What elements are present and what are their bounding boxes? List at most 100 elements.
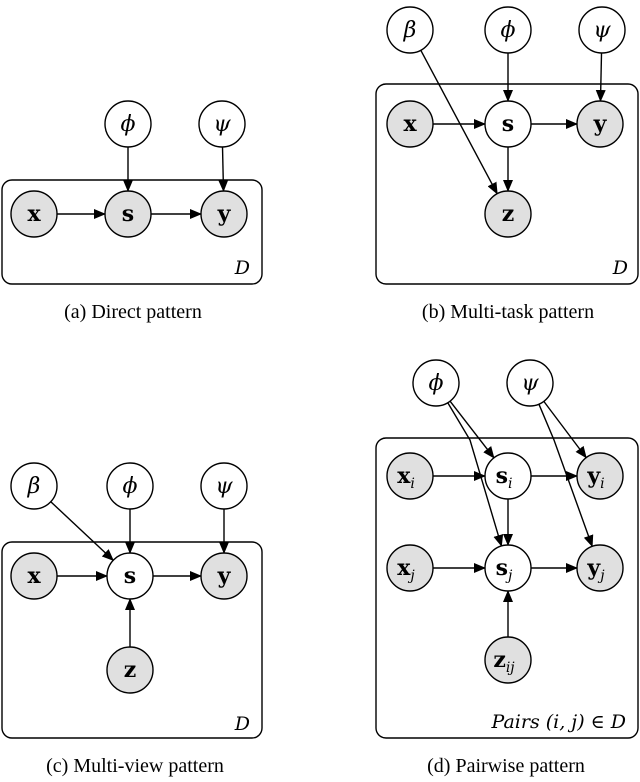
- node-psi: ψ: [198, 100, 246, 148]
- node-symbol: x: [403, 111, 417, 137]
- node-circle: [484, 452, 532, 500]
- node-label: xi: [397, 463, 415, 492]
- node-x: x: [10, 552, 58, 600]
- node-symbol: ψ: [521, 371, 539, 396]
- node-psi: ψ: [200, 462, 248, 510]
- plate-label: D: [234, 257, 250, 279]
- node-circle: [386, 544, 434, 592]
- plate-label: D: [612, 257, 628, 279]
- node-symbol: s: [502, 111, 514, 137]
- node-circle: [386, 100, 434, 148]
- node-symbol: s: [124, 563, 136, 589]
- edge-psi-to-yi: [543, 400, 587, 459]
- node-label: y: [593, 111, 608, 137]
- node-circle: [576, 544, 624, 592]
- node-symbol: x: [27, 201, 41, 227]
- node-label: z: [502, 201, 515, 227]
- node-yj: yj: [576, 544, 624, 592]
- node-circle: [106, 552, 154, 600]
- node-label: x: [27, 563, 41, 589]
- node-phi: ϕ: [412, 359, 460, 407]
- node-label: x: [27, 201, 41, 227]
- node-circle: [412, 359, 460, 407]
- node-label: ψ: [593, 18, 611, 43]
- node-circle: [10, 190, 58, 238]
- node-y: y: [200, 552, 248, 600]
- node-label: y: [217, 563, 232, 589]
- node-circle: [104, 190, 152, 238]
- node-circle: [386, 6, 434, 54]
- edge-psi-to-y: [218, 146, 229, 193]
- node-symbol: x: [397, 463, 411, 489]
- panel-direct-pattern: D ϕ ψ x s y (a) Direct pattern: [1, 100, 263, 323]
- node-symbol: x: [397, 555, 411, 581]
- node-subscript: ij: [506, 660, 515, 676]
- node-label: ϕ: [429, 371, 444, 396]
- node-circle: [200, 462, 248, 510]
- node-z: z: [484, 190, 532, 238]
- node-yi: yi: [576, 452, 624, 500]
- node-symbol: s: [122, 201, 134, 227]
- node-symbol: ϕ: [123, 474, 138, 499]
- node-circle: [104, 100, 152, 148]
- node-beta: β: [10, 462, 58, 510]
- node-psi: ψ: [506, 359, 554, 407]
- node-subscript: i: [600, 476, 604, 492]
- node-psi: ψ: [578, 6, 626, 54]
- node-symbol: ϕ: [429, 371, 444, 396]
- panel-multi-task-pattern: D β ϕ ψ x s y z (b) Multi-task pattern: [375, 6, 639, 323]
- node-circle: [106, 646, 154, 694]
- node-circle: [10, 462, 58, 510]
- node-label: sj: [496, 555, 513, 584]
- plate: [375, 437, 639, 739]
- node-symbol: ψ: [593, 18, 611, 43]
- node-si: si: [484, 452, 532, 500]
- node-y: y: [200, 190, 248, 238]
- node-symbol: y: [217, 563, 232, 589]
- node-circle: [386, 452, 434, 500]
- node-circle: [200, 190, 248, 238]
- node-s: s: [106, 552, 154, 600]
- node-symbol: z: [502, 201, 515, 227]
- node-circle: [198, 100, 246, 148]
- node-circle: [576, 100, 624, 148]
- node-symbol: y: [586, 463, 601, 489]
- node-symbol: ϕ: [121, 112, 136, 137]
- panel-caption: (b) Multi-task pattern: [422, 301, 594, 323]
- node-s: s: [484, 100, 532, 148]
- node-label: y: [217, 201, 232, 227]
- plate: [375, 83, 639, 285]
- plate-label: D: [234, 713, 250, 735]
- node-circle: [10, 552, 58, 600]
- node-symbol: s: [496, 555, 508, 581]
- node-label: yj: [586, 555, 605, 584]
- node-circle: [506, 359, 554, 407]
- panel-caption: (a) Direct pattern: [64, 301, 202, 323]
- node-symbol: y: [586, 555, 601, 581]
- edge-psi-to-y: [595, 52, 606, 103]
- plate-label: Pairs (i, j) ∈ D: [491, 711, 626, 733]
- node-symbol: ψ: [215, 474, 233, 499]
- node-label: zij: [493, 647, 515, 676]
- node-subscript: i: [508, 476, 512, 492]
- node-phi: ϕ: [104, 100, 152, 148]
- node-symbol: β: [27, 474, 41, 499]
- node-circle: [578, 6, 626, 54]
- node-label: s: [124, 563, 136, 589]
- node-sj: sj: [484, 544, 532, 592]
- node-xi: xi: [386, 452, 434, 500]
- node-subscript: j: [407, 568, 415, 584]
- node-label: z: [124, 657, 137, 683]
- node-beta: β: [386, 6, 434, 54]
- node-label: ϕ: [501, 18, 516, 43]
- node-phi: ϕ: [484, 6, 532, 54]
- edge-psi-to-yj: [538, 403, 594, 548]
- node-label: ψ: [213, 112, 231, 137]
- node-circle: [200, 552, 248, 600]
- node-circle: [106, 462, 154, 510]
- node-circle: [484, 100, 532, 148]
- node-label: ψ: [521, 371, 539, 396]
- node-label: xj: [397, 555, 415, 584]
